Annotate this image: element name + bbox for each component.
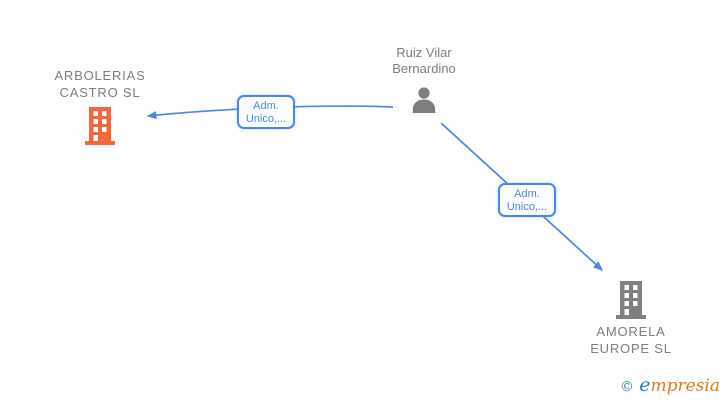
node-person-ruiz-vilar-bernardino[interactable]: Ruiz Vilar Bernardino	[354, 45, 494, 117]
company-name-line: AMORELA	[596, 324, 666, 339]
edge-label-line: Adm.	[514, 188, 540, 200]
edge-label-line: Unico,...	[245, 113, 287, 125]
company-name-line: EUROPE SL	[590, 341, 672, 356]
company-name-line: ARBOLERIAS	[54, 68, 146, 83]
node-company-amorela-europe[interactable]: AMORELA EUROPE SL	[561, 281, 701, 357]
person-name-line: Bernardino	[392, 61, 456, 76]
edge-label-line: Adm.	[253, 100, 279, 112]
edge-label-line: Unico,...	[506, 201, 548, 213]
empresia-logo-e: e	[639, 374, 651, 396]
empresia-logo[interactable]: © empresia	[620, 374, 720, 396]
building-icon	[30, 107, 170, 145]
person-name-line: Ruiz Vilar	[396, 45, 452, 60]
edge-label-adm-unico-company-a[interactable]: Adm. Unico,...	[237, 95, 295, 129]
copyright-icon: ©	[619, 379, 634, 395]
empresia-logo-text: mpresia	[650, 376, 721, 396]
edge-label-adm-unico-company-b[interactable]: Adm. Unico,...	[498, 183, 556, 217]
node-company-arbolerias-castro[interactable]: ARBOLERIAS CASTRO SL	[30, 67, 170, 145]
company-name-line: CASTRO SL	[59, 85, 141, 100]
building-icon	[561, 281, 701, 319]
person-icon	[354, 85, 494, 117]
